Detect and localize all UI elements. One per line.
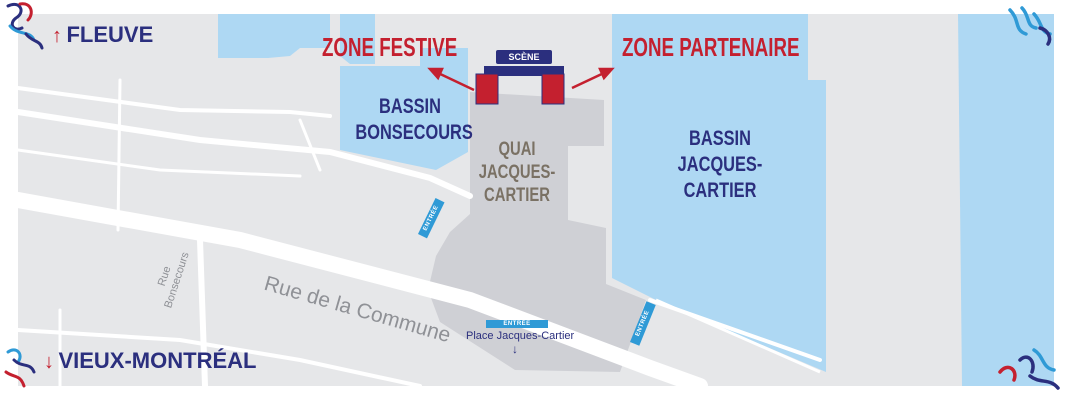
streamer-decoration-bottom-right	[998, 348, 1060, 390]
quay-edge-line	[655, 298, 821, 374]
streamer-decoration-bottom-left	[4, 348, 36, 388]
up-arrow-icon: ↑	[52, 25, 62, 47]
road-diagonal-a	[16, 148, 302, 178]
road-bonsecours	[197, 237, 208, 389]
zone-arrows	[427, 67, 615, 92]
road-upper	[16, 86, 332, 118]
quai-line-1: QUAI	[498, 139, 536, 160]
fleuve-label: FLEUVE	[66, 22, 154, 47]
stage-red-left	[475, 73, 499, 105]
quai-line-3: CARTIER	[484, 185, 550, 206]
entree-tag-south: ENTRÉE	[486, 320, 548, 328]
quai-jacques-cartier-label: QUAI JACQUES- CARTIER	[474, 138, 560, 207]
bassin-jacques-cartier-water	[612, 14, 826, 372]
basin-left-top-water	[218, 14, 330, 58]
stage-frame-top	[484, 66, 564, 76]
bassin-bonsecours-line-1: BASSIN	[379, 95, 441, 118]
stage-red-right	[541, 73, 565, 105]
zone-festive-label: ZONE FESTIVE	[322, 32, 458, 62]
road-small-a	[116, 78, 122, 232]
streamer-decoration-top-left	[6, 2, 44, 50]
place-jacques-cartier-label: Place Jacques-Cartier	[466, 330, 575, 342]
small-down-arrow-icon: ↓	[512, 342, 518, 356]
bassin-bonsecours-line-2: BONSECOURS	[355, 121, 473, 144]
bassin-bonsecours-water	[340, 48, 468, 170]
scene-label: SCÈNE	[496, 50, 552, 64]
bassin-jc-line-1: BASSIN	[689, 127, 751, 150]
fleuve-direction-label: ↑ FLEUVE	[52, 22, 153, 48]
bassin-jc-line-2: JACQUES-	[677, 153, 763, 176]
zone-partenaire-label: ZONE PARTENAIRE	[622, 32, 800, 62]
quai-line-2: JACQUES-	[478, 162, 556, 183]
road-small-c	[298, 118, 322, 172]
vieux-montreal-label: VIEUX-MONTRÉAL	[58, 348, 257, 373]
basin-left-top-water-b	[340, 14, 375, 64]
river-water	[958, 14, 1054, 386]
down-arrow-icon: ↓	[44, 351, 54, 373]
streamer-decoration-top-right	[1008, 6, 1052, 46]
bassin-jacques-cartier-label: BASSIN JACQUES- CARTIER	[665, 126, 774, 204]
road-waterfront	[15, 109, 473, 199]
bassin-bonsecours-label: BASSIN BONSECOURS	[355, 94, 473, 146]
bassin-jc-line-3: CARTIER	[683, 179, 757, 202]
vieux-montreal-direction-label: ↓ VIEUX-MONTRÉAL	[44, 348, 256, 374]
road-rue-de-la-commune	[10, 192, 708, 394]
road-lower	[16, 328, 422, 388]
